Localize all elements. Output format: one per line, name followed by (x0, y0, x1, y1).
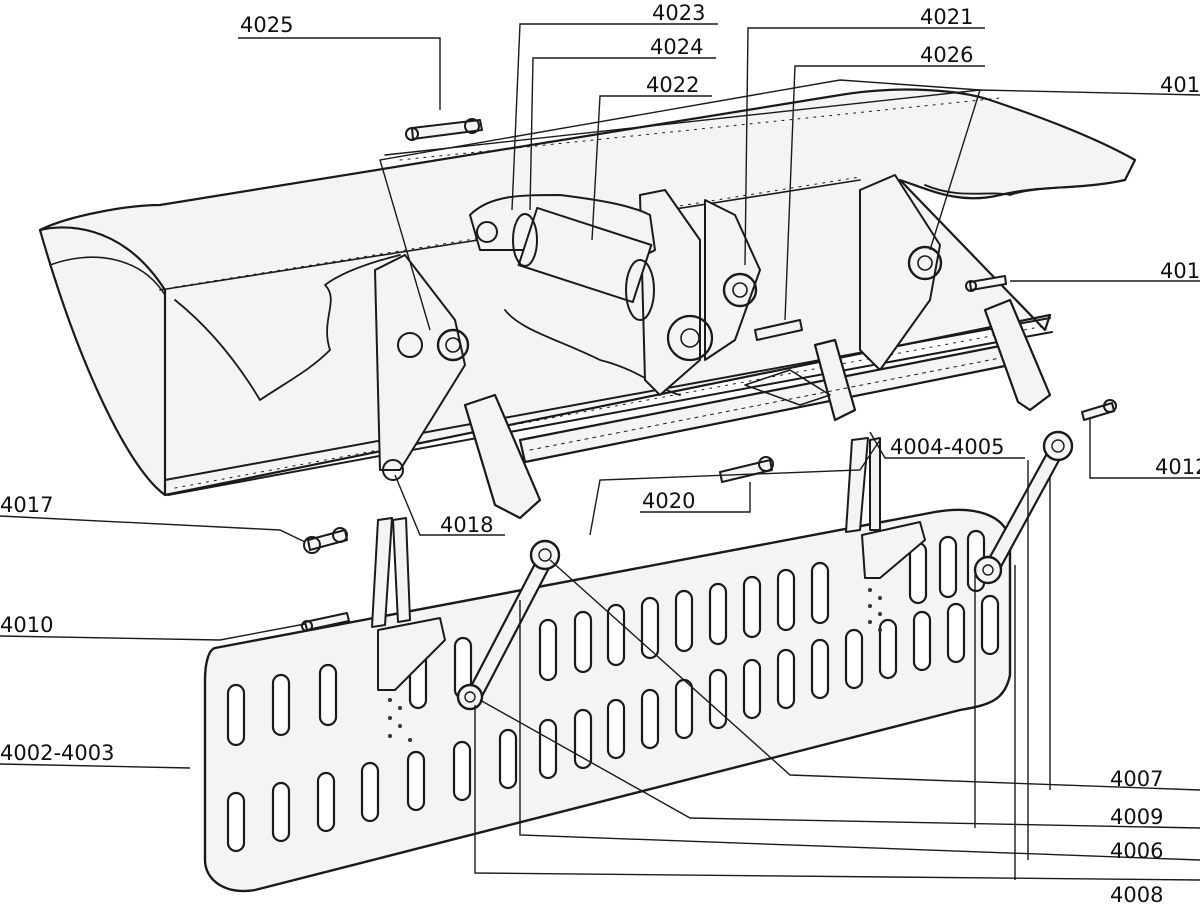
label-4024: 4024 (650, 35, 703, 59)
drive-shaft (463, 298, 1052, 520)
leader-lines (0, 23, 1200, 881)
label-4026: 4026 (920, 43, 973, 67)
label-4023: 4023 (652, 1, 705, 25)
panel-rivets (388, 588, 882, 742)
label-4022: 4022 (646, 73, 699, 97)
label-4004-4005: 4004-4005 (890, 435, 1004, 459)
label-4018: 4018 (440, 513, 493, 537)
slotted-panel (203, 508, 1012, 893)
label-4012: 4012 (1155, 455, 1200, 479)
label-4010: 4010 (0, 613, 53, 637)
bolt-4012 (1081, 399, 1117, 421)
label-4006: 4006 (1110, 839, 1163, 863)
label-4017: 4017 (0, 493, 53, 517)
label-4008: 4008 (1110, 883, 1163, 907)
label-4021: 4021 (920, 5, 973, 29)
label-401-right: 401 (1160, 259, 1200, 283)
frame-middle (639, 189, 761, 396)
pin-4026 (754, 319, 803, 341)
hinge-arms (371, 437, 881, 628)
bolt-4017 (303, 527, 348, 554)
slot-row-upper (226, 529, 986, 747)
frame-right (859, 174, 943, 371)
label-401-top: 401 (1160, 73, 1200, 97)
label-4007: 4007 (1110, 767, 1163, 791)
label-4002-4003: 4002-4003 (0, 741, 114, 765)
slot-row-lower (226, 594, 1000, 853)
label-4009: 4009 (1110, 805, 1163, 829)
frame-left (374, 254, 470, 481)
bolt-4020 (719, 456, 774, 483)
label-4020: 4020 (642, 489, 695, 513)
linkage-right (973, 430, 1074, 585)
actuator-motor (469, 194, 714, 362)
bolt-4025 (405, 118, 483, 141)
bolt-401-right (965, 275, 1007, 292)
label-4025: 4025 (240, 13, 293, 37)
